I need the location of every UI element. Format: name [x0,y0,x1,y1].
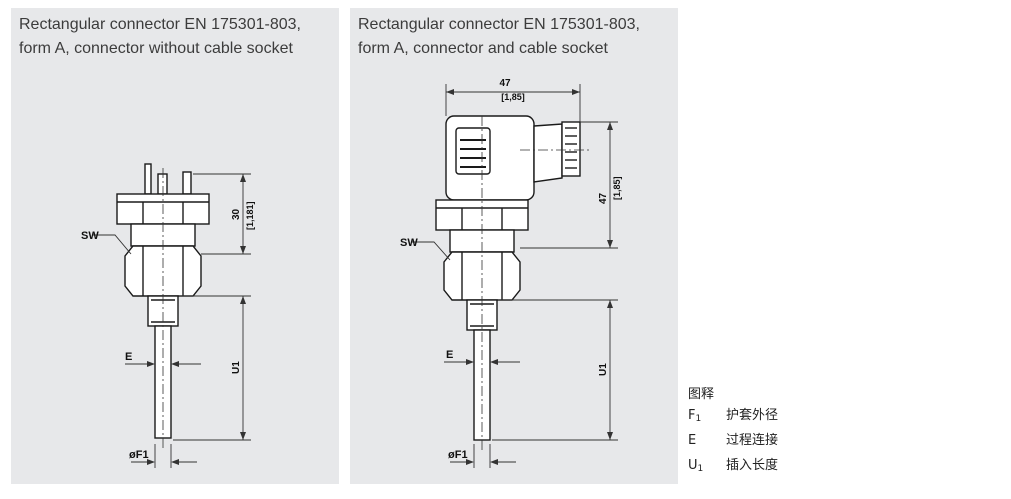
label-height-mm: 47 [598,192,609,204]
label-e: E [125,351,132,363]
label-height-in: [1,85] [612,176,622,200]
label-f1: øF1 [448,449,468,461]
panel-title-line-1: Rectangular connector EN 175301-803, [19,16,301,33]
legend-symbol: U1 [688,458,704,474]
label-u1: U1 [598,363,609,376]
connector-pin [144,163,152,195]
cable-gland [533,123,563,183]
legend-text: 护套外径 [726,408,779,423]
panel-title-line-1: Rectangular connector EN 175301-803, [358,16,640,33]
legend-item: U1 插入长度 [688,455,838,480]
panel-title-line-2: form A, connector and cable socket [358,40,608,57]
label-e: E [446,349,453,361]
label-height-in: [1,181] [245,201,255,230]
label-width-in: [1,85] [501,92,525,102]
label-sw: SW [81,230,99,242]
legend-symbol: E [688,433,697,448]
legend-text: 插入长度 [726,458,779,473]
connector-pin [157,173,168,195]
label-sw: SW [400,237,418,249]
panel-title-line-2: form A, connector without cable socket [19,40,293,57]
drawing-panel-without-socket: Rectangular connector EN 175301-803, for… [11,8,339,484]
label-u1: U1 [231,361,242,374]
connector-pin [182,171,192,195]
legend-heading: 图释 [688,387,715,402]
label-width-mm: 47 [499,78,511,89]
legend-item: F1 护套外径 [688,405,838,430]
label-height-mm: 30 [231,208,242,220]
label-f1: øF1 [129,449,149,461]
panel-title: Rectangular connector EN 175301-803, for… [358,13,674,61]
connector-drawing-with-socket: 47 [1,85] 47 [1,85] SW E øF1 U1 [400,78,622,468]
connector-drawing-without-socket: SW E øF1 30 [1,181] U1 [81,163,255,468]
drawing-panel-with-socket: Rectangular connector EN 175301-803, for… [350,8,678,484]
legend-item: E 过程连接 [688,430,838,455]
panel-title: Rectangular connector EN 175301-803, for… [19,13,335,61]
legend-symbol: F1 [688,408,702,424]
legend: 图释 F1 护套外径 E 过程连接 U1 插入长度 [688,384,838,480]
legend-text: 过程连接 [726,433,779,448]
